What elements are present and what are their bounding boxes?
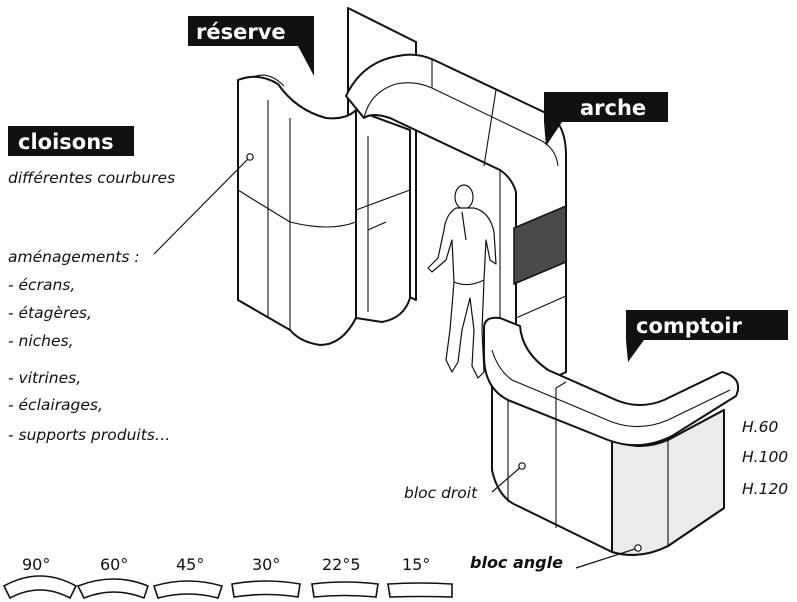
- height-option: H.100: [742, 448, 788, 466]
- svg-text:réserve: réserve: [196, 20, 286, 44]
- height-option: H.120: [742, 480, 788, 498]
- amenagement-item: - vitrines,: [8, 369, 81, 387]
- amenagements-title: aménagements :: [8, 248, 140, 266]
- curvature-label: 90°: [22, 555, 50, 574]
- label-comptoir: comptoir: [626, 310, 788, 362]
- leader-lines: [153, 153, 642, 569]
- note-bloc-droit: bloc droit: [404, 484, 478, 502]
- curvature-label: 22°5: [322, 555, 361, 574]
- curvature-label: 30°: [252, 555, 280, 574]
- arch-structure: [345, 53, 567, 397]
- curvature-segment-60: [76, 578, 149, 600]
- curvature-segment-45: [152, 580, 224, 599]
- note-courbures: différentes courbures: [8, 169, 175, 187]
- curvature-row: 90° 60° 45° 30° 22°5 15°: [2, 555, 453, 600]
- label-cloisons: cloisons: [8, 126, 134, 156]
- counter-block: [483, 316, 740, 556]
- amenagement-item: - niches,: [8, 332, 74, 350]
- arch-screen: [513, 204, 567, 286]
- visitor-figure: [427, 184, 497, 379]
- amenagement-item: - écrans,: [8, 276, 75, 294]
- curvature-segment-15: [387, 582, 453, 598]
- curvature-segment-22-5: [311, 581, 379, 598]
- curvature-label: 15°: [402, 555, 430, 574]
- svg-text:comptoir: comptoir: [636, 314, 742, 338]
- curvature-segment-30: [231, 580, 301, 598]
- label-arche: arche: [544, 92, 668, 146]
- amenagement-item: - éclairages,: [8, 396, 103, 414]
- svg-text:cloisons: cloisons: [18, 130, 114, 154]
- note-bloc-angle: bloc angle: [470, 553, 563, 572]
- height-option: H.60: [742, 418, 778, 436]
- amenagement-item: - supports produits…: [8, 426, 170, 444]
- amenagement-item: - étagères,: [8, 304, 92, 322]
- svg-text:arche: arche: [580, 96, 646, 120]
- curvature-label: 60°: [100, 555, 128, 574]
- label-reserve: réserve: [188, 16, 314, 76]
- curvature-segment-90: [2, 575, 78, 600]
- curvature-label: 45°: [176, 555, 204, 574]
